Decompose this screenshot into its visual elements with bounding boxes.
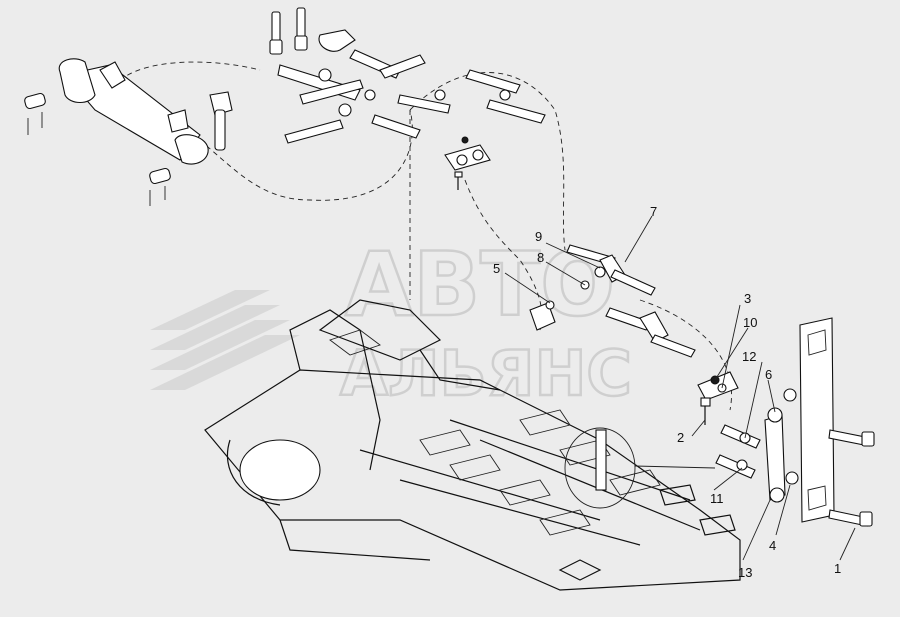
bracket-right	[783, 317, 875, 527]
callout-7: 7	[650, 204, 657, 219]
callout-13: 13	[738, 565, 752, 580]
tractor-frame	[204, 299, 741, 591]
callout-6: 6	[765, 367, 772, 382]
callout-3: 3	[744, 291, 751, 306]
callout-9: 9	[535, 229, 542, 244]
callout-1: 1	[834, 561, 841, 576]
callout-12: 12	[742, 349, 756, 364]
callout-10: 10	[743, 315, 757, 330]
leader-lines	[504, 215, 856, 561]
callout-11: 11	[710, 491, 724, 506]
watermark-logo: АВТО АЛЬЯНС	[150, 232, 633, 411]
callout-labels: 7 9 8 5 3 10 12 6 2 11 4 13 1	[493, 204, 841, 580]
cylinder-right	[715, 407, 799, 503]
callout-2: 2	[677, 430, 684, 445]
clamp-upper	[444, 136, 491, 190]
watermark-line2: АЛЬЯНС	[340, 337, 632, 410]
callout-8: 8	[537, 250, 544, 265]
detail-callout	[564, 427, 716, 509]
callout-4: 4	[769, 538, 776, 553]
hose-assembly-right	[529, 244, 696, 358]
cylinder-upper-left	[24, 58, 233, 206]
callout-5: 5	[493, 261, 500, 276]
clamp-right	[697, 371, 739, 425]
fittings-cluster-upper	[269, 7, 546, 144]
